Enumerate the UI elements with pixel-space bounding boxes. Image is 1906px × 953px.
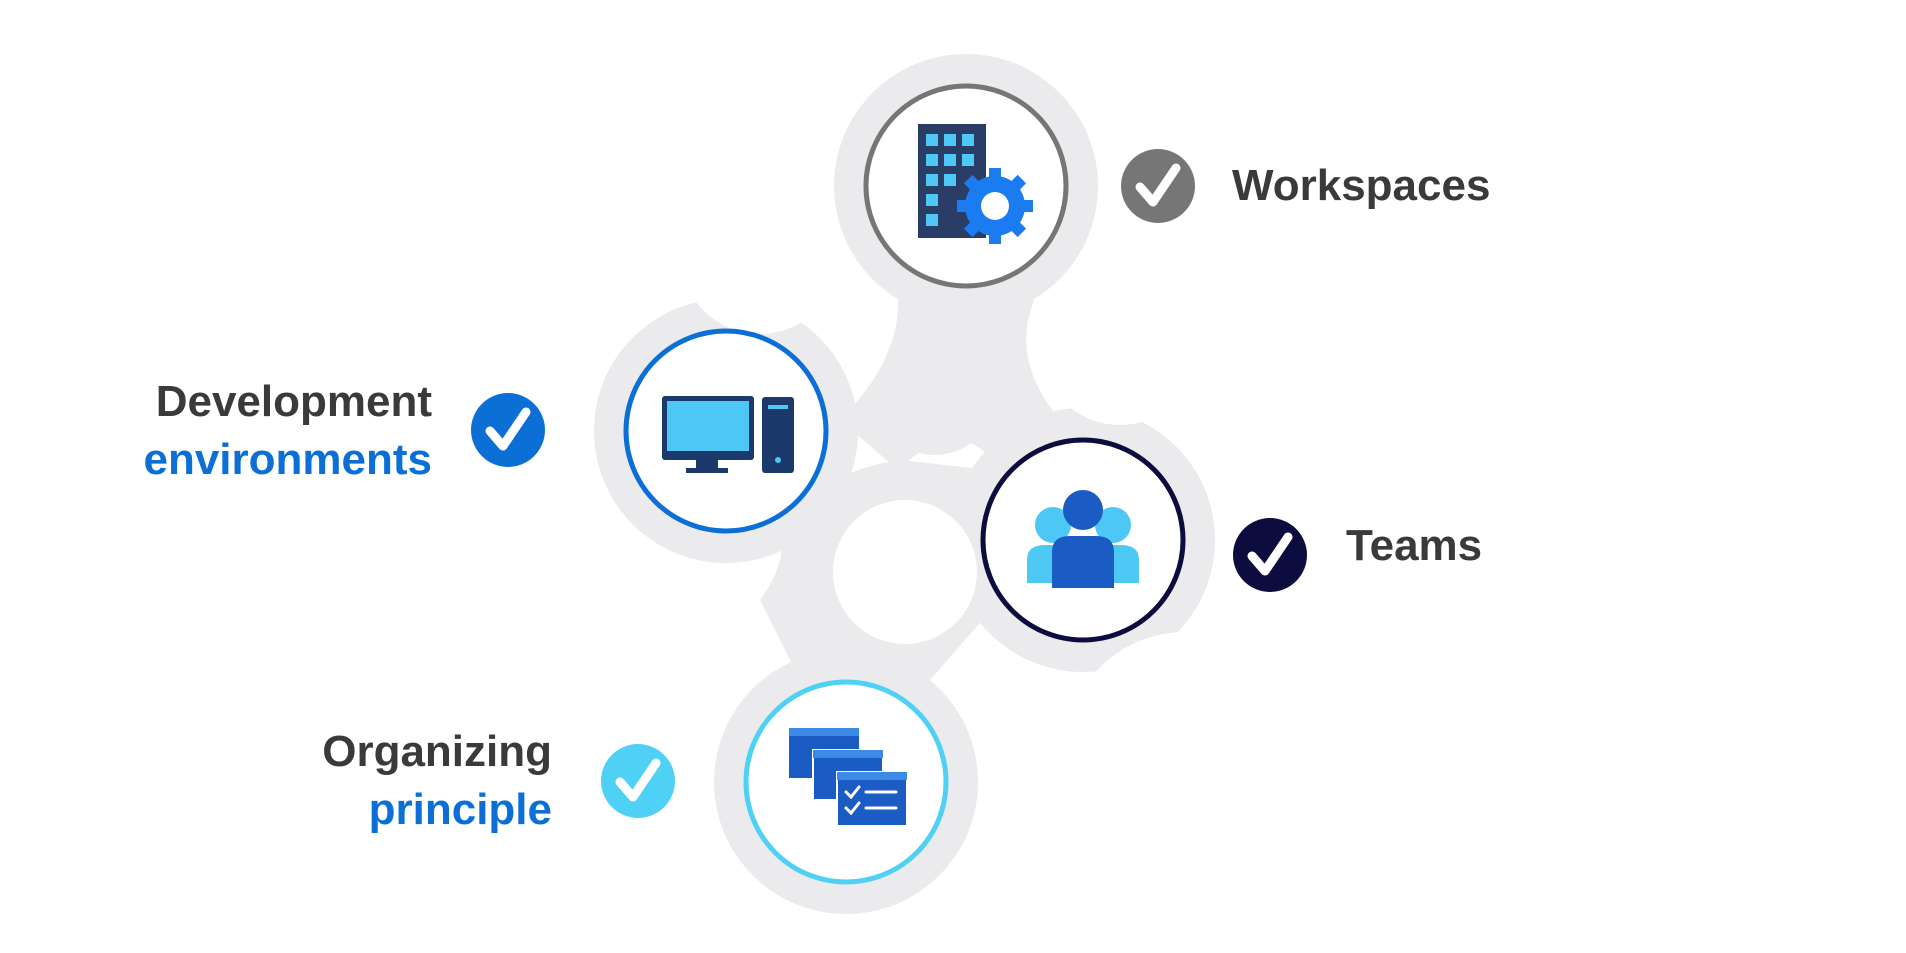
node-teams: Teams [980, 437, 1482, 643]
building-gear-icon [918, 124, 1033, 244]
checkmark-icon [615, 758, 661, 802]
checkmark-icon [1135, 163, 1181, 207]
organizing-label-line2: principle [369, 785, 552, 834]
node-workspaces: Workspaces [863, 83, 1490, 289]
blob-cutouts [520, 174, 1305, 872]
workspaces-check-badge [1121, 149, 1195, 223]
teams-check-badge [1233, 518, 1307, 592]
organizing-label-line1: Organizing [322, 727, 552, 776]
checklist-stack-icon [789, 728, 908, 827]
development-label-line2: environments [143, 435, 432, 484]
organizing-check-badge [601, 744, 675, 818]
checkmark-icon [485, 407, 531, 451]
people-group-icon [1027, 490, 1139, 588]
node-organizing-principle: Organizing principle [322, 679, 949, 885]
node-development-environments: Development environments [143, 328, 829, 534]
development-label-line1: Development [156, 377, 433, 426]
teams-label: Teams [1346, 521, 1482, 570]
workspaces-label: Workspaces [1232, 161, 1490, 210]
checkmark-icon [1247, 532, 1293, 576]
development-check-badge [471, 393, 545, 467]
desktop-computer-icon [662, 396, 794, 473]
